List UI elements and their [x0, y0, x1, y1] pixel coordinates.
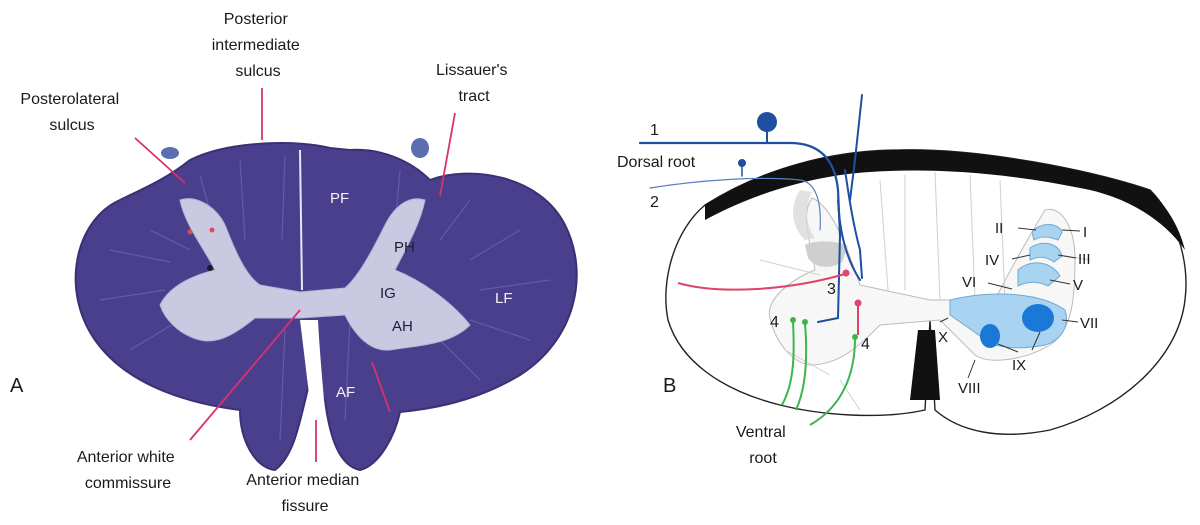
label-ventral-root: Ventral root — [736, 424, 790, 467]
lamina-label-v: V — [1073, 277, 1083, 294]
label-neuron-3: 3 — [827, 281, 836, 298]
label-anterior-white-commissure: Anterior white commissure — [77, 449, 179, 492]
label-ventral-root-line2: root — [749, 450, 777, 467]
lamina-label-i: I — [1083, 224, 1087, 241]
lamina-label-iii: III — [1078, 251, 1091, 268]
lamina-label-vii: VII — [1080, 315, 1098, 332]
label-awc-line2: commissure — [85, 475, 171, 492]
label-awc-line1: Anterior white — [77, 449, 175, 466]
leader-posterolateral — [135, 138, 185, 183]
label-amf-line2: fissure — [281, 498, 328, 515]
dorsal-rootlet-right — [411, 138, 429, 158]
panel-a: PF PH IG AH LF AF Posterolateral sulcus … — [10, 11, 577, 515]
region-label-ph: PH — [394, 239, 415, 256]
lamina-label-x: X — [938, 329, 948, 346]
lamina-label-ix: IX — [1012, 357, 1026, 374]
region-label-lf: LF — [495, 290, 513, 307]
label-pis-line1: Posterior — [224, 11, 289, 28]
lamina-label-ii: II — [995, 220, 1003, 237]
vessel-dot — [207, 265, 213, 271]
dorsal-root-ganglion-cell-2 — [738, 159, 746, 167]
label-lissauer-line1: Lissauer's — [436, 62, 508, 79]
panel-b-letter: B — [663, 375, 676, 397]
motor-neuron-soma-2 — [802, 319, 808, 325]
motor-neuron-soma-3 — [852, 334, 858, 340]
motor-neuron-soma-1 — [790, 317, 796, 323]
label-ventral-root-line1: Ventral — [736, 424, 786, 441]
vessel-dot — [188, 230, 193, 235]
lamina-label-viii: VIII — [958, 380, 981, 397]
label-lissauers-tract: Lissauer's tract — [436, 62, 512, 105]
interneuron-3-soma — [843, 270, 850, 277]
label-anterior-median-fissure: Anterior median fissure — [246, 472, 363, 515]
panel-a-letter: A — [10, 375, 24, 397]
label-pis-line3: sulcus — [235, 63, 280, 80]
dorsal-rootlet-left — [161, 147, 179, 159]
lamina-ix-nucleus-large — [1022, 304, 1054, 332]
region-label-pf: PF — [330, 190, 349, 207]
label-root-1: 1 — [650, 122, 659, 139]
label-posterolateral-sulcus: Posterolateral sulcus — [20, 91, 123, 134]
label-amf-line1: Anterior median — [246, 472, 359, 489]
lamina-label-vi: VI — [962, 274, 976, 291]
label-neuron-4-right: 4 — [861, 336, 870, 353]
lamina-label-iv: IV — [985, 252, 999, 269]
lamina-ix-nucleus-small — [980, 324, 1000, 348]
region-label-ah: AH — [392, 318, 413, 335]
region-label-ig: IG — [380, 285, 396, 302]
label-root-2: 2 — [650, 194, 659, 211]
label-neuron-4-left: 4 — [770, 314, 779, 331]
label-lissauer-line2: tract — [458, 88, 490, 105]
region-label-af: AF — [336, 384, 355, 401]
interneuron-4-soma — [855, 300, 862, 307]
label-posterolateral-line1: Posterolateral — [20, 91, 119, 108]
dorsal-root-ganglion-cell-1 — [757, 112, 777, 132]
panel-b: II I III IV V VI VII IX VIII X — [617, 95, 1186, 467]
label-posterolateral-line2: sulcus — [49, 117, 94, 134]
label-pis-line2: intermediate — [212, 37, 300, 54]
vessel-dot — [210, 228, 215, 233]
label-dorsal-root: Dorsal root — [617, 154, 696, 171]
label-posterior-intermediate-sulcus: Posterior intermediate sulcus — [212, 11, 305, 80]
